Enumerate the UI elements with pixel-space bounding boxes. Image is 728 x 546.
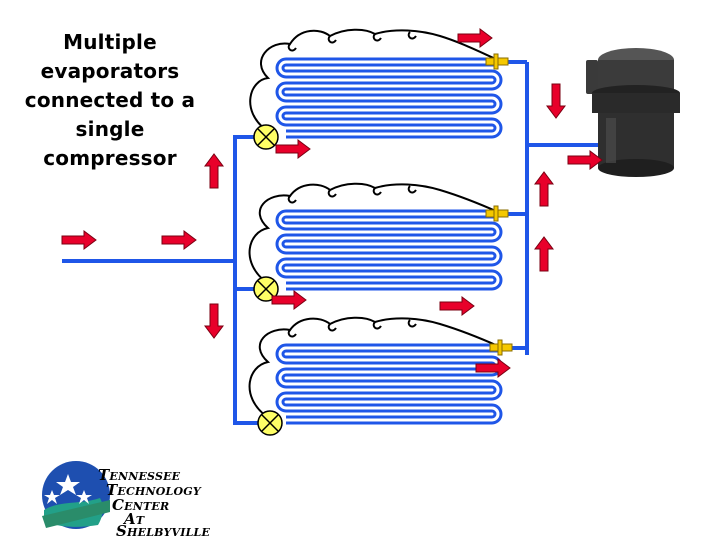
logo-line-3: CENTER — [112, 496, 170, 514]
logo-line-1: TENNESSEE — [98, 466, 181, 484]
logo-line-2: TECHNOLOGY — [106, 481, 201, 499]
expansion-valve-bottom — [257, 410, 283, 436]
logo-mark — [42, 461, 110, 529]
capillary-tube-bottom — [248, 316, 499, 417]
title-line: evaporators — [40, 59, 180, 83]
arrow-right-icon — [271, 290, 307, 310]
arrow-up-icon — [204, 153, 224, 189]
arrow-right-icon — [567, 150, 603, 170]
arrow-right-icon — [439, 296, 475, 316]
coil-tube-highlight — [278, 212, 500, 288]
arrow-up-icon — [534, 171, 554, 207]
compressor — [586, 48, 680, 177]
title-line: compressor — [43, 146, 177, 170]
sensing-bulb-top — [485, 53, 509, 70]
evaporator-coils — [275, 57, 503, 425]
coil-tube-highlight — [278, 346, 500, 422]
arrow-right-icon — [161, 230, 197, 250]
sensing-bulb-bottom — [489, 339, 513, 356]
logo-line-4: AT — [124, 510, 145, 528]
arrow-right-icon — [275, 139, 311, 159]
title-line: single — [75, 117, 145, 141]
arrow-right-icon — [457, 28, 493, 48]
expansion-valve-top — [253, 124, 279, 150]
coil-tube-highlight — [278, 60, 500, 136]
expansion-valve-middle — [253, 276, 279, 302]
arrow-up-icon — [534, 236, 554, 272]
diagram-title: Multiple evaporators connected to a sing… — [10, 28, 210, 173]
flow-arrows — [61, 28, 603, 378]
capillary-tube-middle — [248, 182, 499, 283]
arrow-right-icon — [61, 230, 97, 250]
title-line: Multiple — [63, 30, 157, 54]
capillary-tube-top — [249, 28, 499, 131]
title-line: connected to a — [24, 88, 196, 112]
logo-line-5: SHELBYVILLE — [116, 522, 211, 540]
sensing-bulb-middle — [485, 205, 509, 222]
liquid-line — [62, 135, 262, 425]
arrow-down-icon — [204, 303, 224, 339]
arrow-right-icon — [475, 358, 511, 378]
arrow-down-icon — [546, 83, 566, 119]
